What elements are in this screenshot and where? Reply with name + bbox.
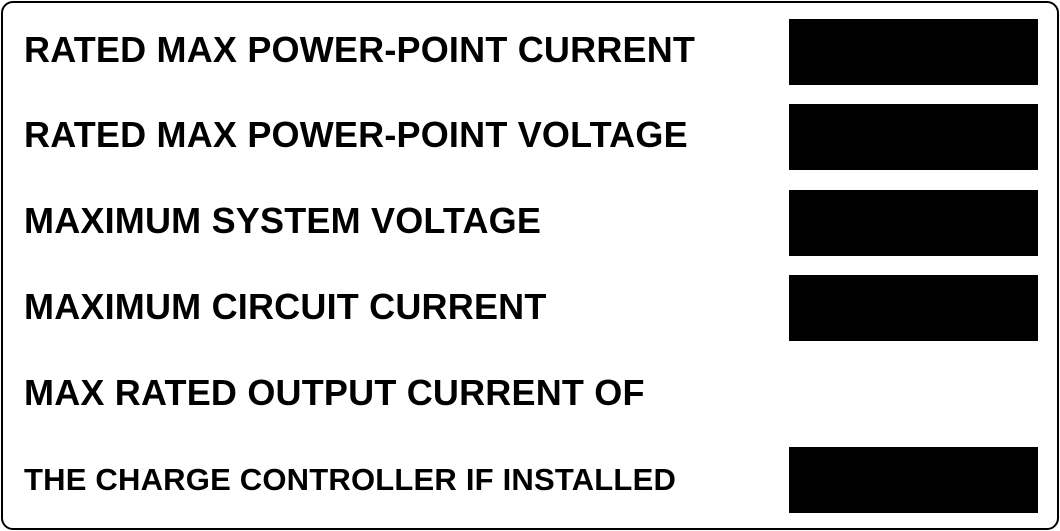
value-box-maximum-system-voltage — [789, 190, 1038, 256]
value-box-max-power-point-voltage — [789, 104, 1038, 170]
value-box-charge-controller-output-current — [789, 447, 1038, 513]
row-label-maximum-system-voltage: MAXIMUM SYSTEM VOLTAGE — [24, 200, 542, 241]
value-box-maximum-circuit-current — [789, 275, 1038, 341]
row-label-max-rated-output-current: MAX RATED OUTPUT CURRENT OF — [24, 372, 645, 413]
row-label-maximum-circuit-current: MAXIMUM CIRCUIT CURRENT — [24, 286, 547, 327]
row-label-charge-controller: THE CHARGE CONTROLLER IF INSTALLED — [24, 462, 677, 497]
row-label-max-power-point-current: RATED MAX POWER-POINT CURRENT — [24, 29, 696, 70]
row-label-max-power-point-voltage: RATED MAX POWER-POINT VOLTAGE — [24, 114, 688, 155]
value-box-max-power-point-current — [789, 19, 1038, 85]
